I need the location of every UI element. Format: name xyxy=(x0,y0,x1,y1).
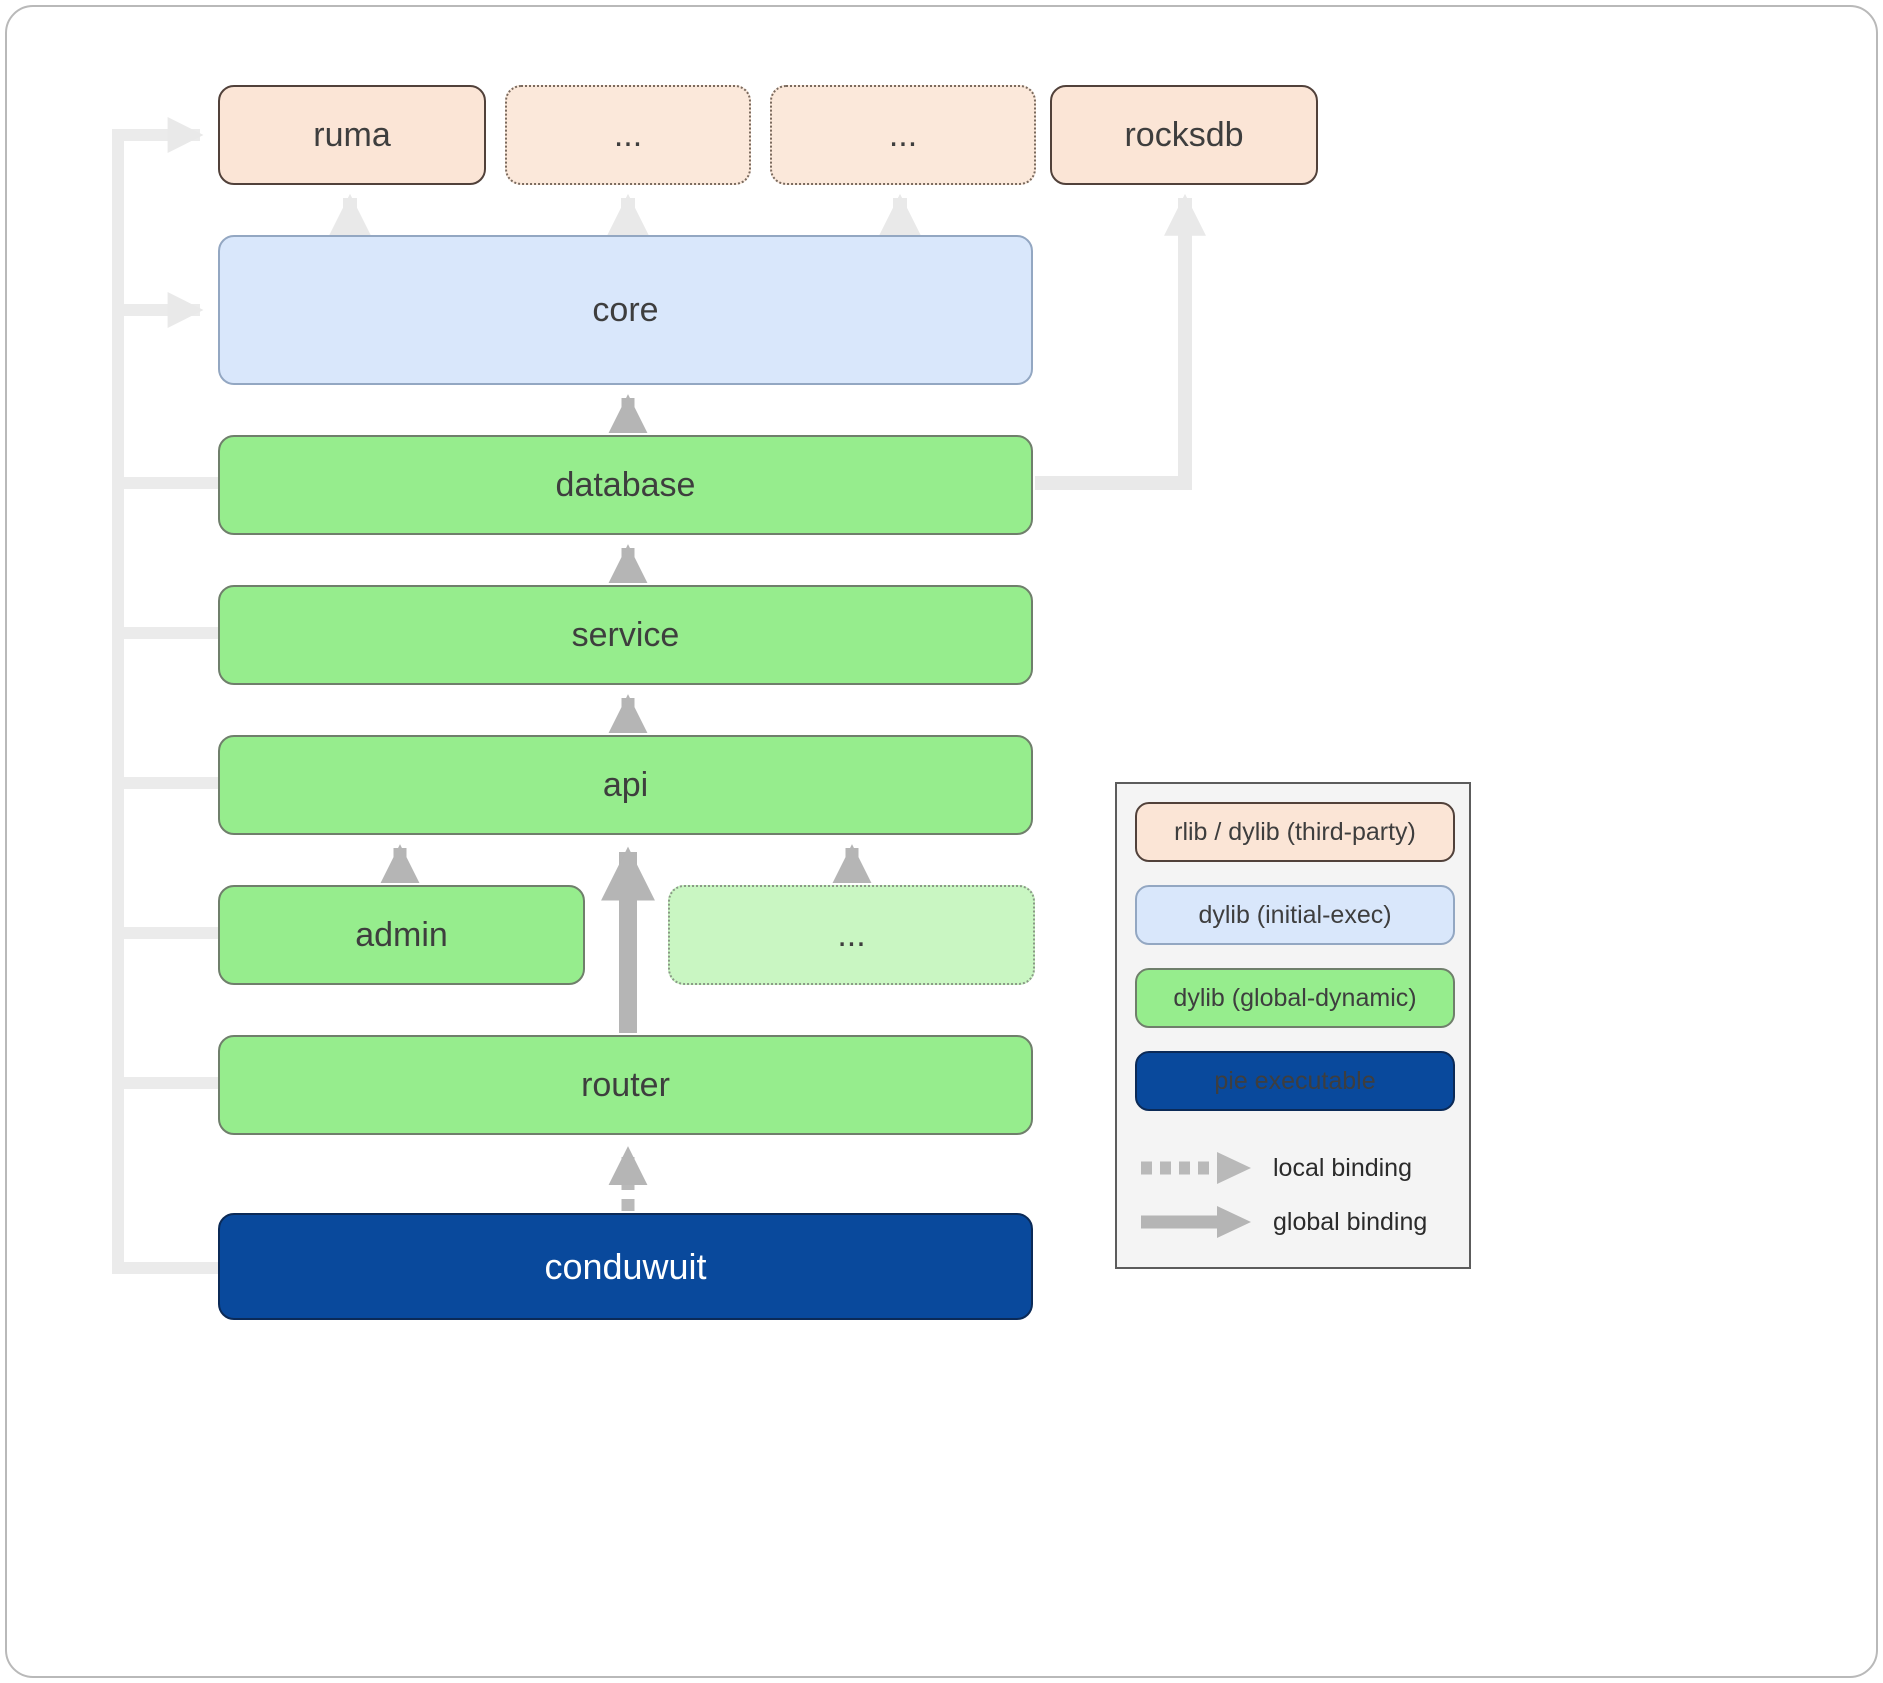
node-top-ellipsis-1: ... xyxy=(505,85,751,185)
legend-item-pie-executable: pie executable xyxy=(1135,1051,1455,1111)
node-api: api xyxy=(218,735,1033,835)
legend-item-initial-exec: dylib (initial-exec) xyxy=(1135,885,1455,945)
legend-global-binding-label: global binding xyxy=(1273,1207,1428,1236)
legend-local-binding-label: local binding xyxy=(1273,1153,1412,1182)
node-admin: admin xyxy=(218,885,585,985)
legend-panel: rlib / dylib (third-party) dylib (initia… xyxy=(1115,782,1471,1269)
legend-item-global-dynamic: dylib (global-dynamic) xyxy=(1135,968,1455,1028)
legend-global-binding-row: global binding xyxy=(1135,1200,1455,1244)
node-top-ellipsis-2: ... xyxy=(770,85,1036,185)
node-database: database xyxy=(218,435,1033,535)
legend-local-binding-row: local binding xyxy=(1135,1146,1455,1190)
arrow-trunk-to-ruma xyxy=(112,117,218,1274)
legend-item-third-party: rlib / dylib (third-party) xyxy=(1135,802,1455,862)
node-ruma: ruma xyxy=(218,85,486,185)
node-core: core xyxy=(218,235,1033,385)
global-binding-arrow-icon xyxy=(1141,1206,1251,1238)
arrow-database-rocksdb xyxy=(1035,193,1206,490)
node-mid-ellipsis: ... xyxy=(668,885,1035,985)
node-service: service xyxy=(218,585,1033,685)
diagram-frame xyxy=(5,5,1878,1678)
node-rocksdb: rocksdb xyxy=(1050,85,1318,185)
local-binding-arrow-icon xyxy=(1141,1152,1251,1184)
node-router: router xyxy=(218,1035,1033,1135)
node-conduwuit: conduwuit xyxy=(218,1213,1033,1320)
